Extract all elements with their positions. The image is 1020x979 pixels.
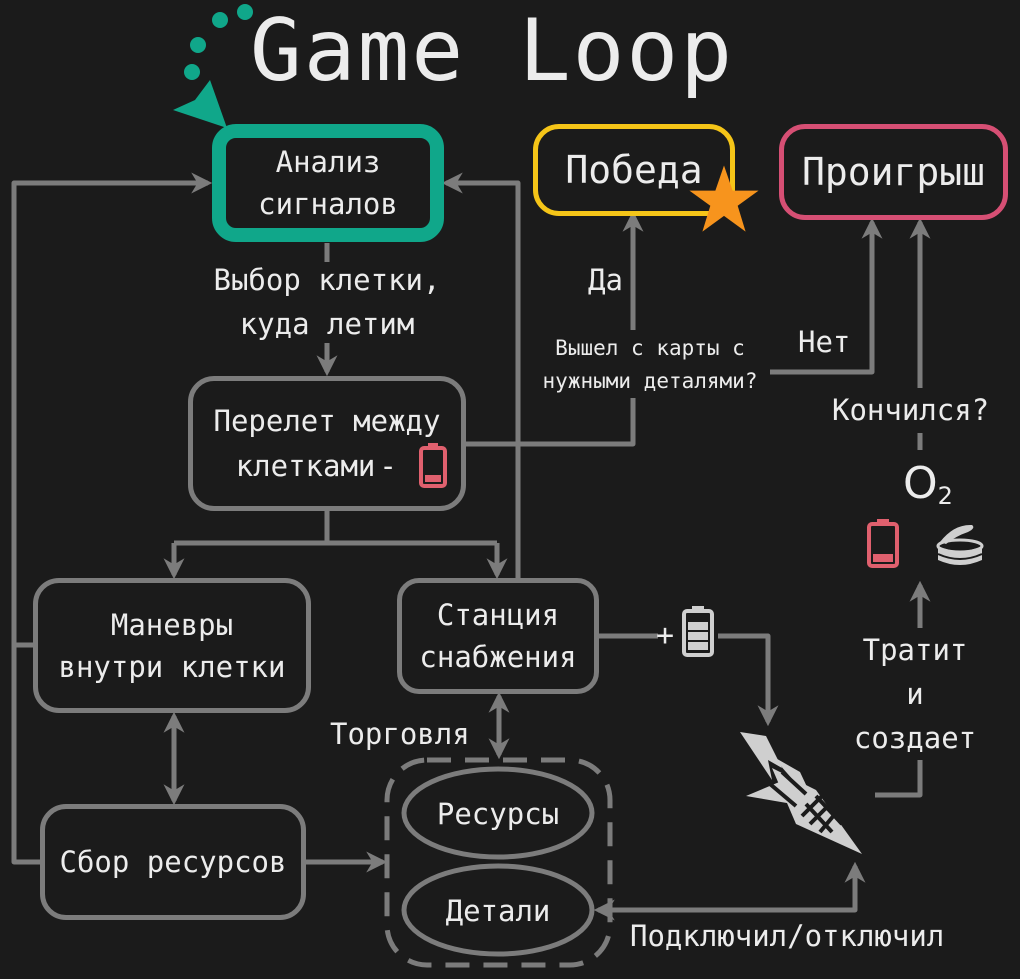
flight-split	[174, 510, 497, 546]
ran-out-label: Кончился?	[832, 393, 990, 427]
flight-line-1: Перелет между	[213, 403, 441, 438]
analysis-line-2: сигналов	[258, 187, 398, 221]
analysis-line-1: Анализ	[275, 145, 381, 179]
dotted-arrow-icon	[173, 4, 253, 128]
inventory-group	[384, 757, 613, 968]
flight-to-question	[464, 398, 636, 447]
spends-line-1: Тратит	[862, 633, 968, 667]
plus-label: +	[656, 618, 675, 653]
page-title: Game Loop	[250, 1, 734, 101]
analysis-node[interactable]: Анализ сигналов	[212, 124, 444, 242]
loop-left-to-analysis	[11, 172, 213, 865]
oxygen-subscript: 2	[937, 482, 953, 510]
parts-node	[401, 863, 595, 957]
battery-low-icon	[867, 519, 899, 568]
maneuvers-line-1: Маневры	[110, 607, 234, 642]
no-label: Нет	[798, 325, 851, 359]
maneuvers-node[interactable]: Маневры внутри клетки	[33, 578, 311, 713]
choose-cell-label: Выбор клетки, куда летим	[196, 258, 458, 346]
star-icon	[689, 165, 759, 232]
battery-low-icon	[419, 442, 448, 488]
resources-label[interactable]: Ресурсы	[436, 797, 560, 831]
station-line-1: Станция	[436, 598, 560, 632]
lose-node[interactable]: Проигрыш	[779, 124, 1008, 220]
flight-minus: -	[379, 448, 397, 483]
maneuvers-line-2: внутри клетки	[58, 649, 286, 684]
spends-creates-label: Тратит и создает	[840, 628, 990, 760]
question-line-1: Вышел с карты с	[555, 336, 745, 360]
win-node[interactable]: Победа	[533, 124, 735, 216]
resources-node	[401, 766, 595, 860]
flight-line-2: клетками	[235, 448, 376, 483]
choose-cell-line-2: куда летим	[239, 307, 415, 341]
oxygen-symbol: O	[903, 458, 938, 509]
oxygen-label: O2	[903, 462, 953, 518]
station-to-analysis	[441, 172, 521, 580]
question-line-2: нужными деталями?	[542, 369, 758, 393]
open-can-icon	[936, 524, 984, 565]
station-node[interactable]: Станция снабжения	[397, 578, 599, 694]
win-label: Победа	[565, 148, 703, 192]
rocket-icon[interactable]	[736, 728, 872, 864]
yes-label: Да	[588, 263, 623, 297]
battery-full-icon	[682, 606, 714, 657]
question-label: Вышел с карты с нужными деталями?	[520, 332, 780, 398]
flight-node[interactable]: Перелет между клетками-	[188, 376, 466, 511]
parts-rocket	[593, 861, 866, 921]
gather-node[interactable]: Сбор ресурсов	[40, 804, 306, 920]
spends-line-2: и	[906, 677, 924, 711]
battery-to-rocket	[718, 633, 779, 727]
lose-label: Проигрыш	[801, 150, 986, 194]
station-line-2: снабжения	[419, 640, 577, 674]
trade-label: Торговля	[330, 717, 470, 751]
question-to-lose	[770, 217, 883, 375]
choose-cell-line-1: Выбор клетки,	[213, 263, 441, 297]
connect-label: Подключил/отключил	[630, 919, 945, 953]
spends-line-3: создает	[853, 721, 977, 755]
parts-label[interactable]: Детали	[445, 894, 551, 928]
gather-label: Сбор ресурсов	[59, 845, 287, 879]
rocket-to-spends	[875, 760, 923, 798]
